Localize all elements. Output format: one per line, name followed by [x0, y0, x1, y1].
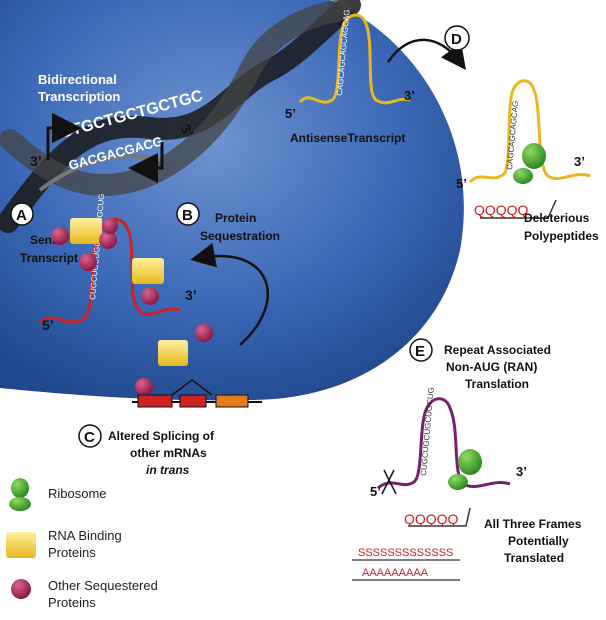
sequestration-arrow [190, 242, 269, 346]
poly-five-prime: 5’ [456, 176, 467, 191]
antisense-five-prime: 5’ [285, 106, 296, 121]
protein-label-line2: Sequestration [200, 229, 280, 243]
frame-s-seq: SSSSSSSSSSSSS [358, 547, 453, 559]
legend-sequestered-icon [11, 579, 31, 599]
panel-b-badge [176, 202, 200, 226]
ran-backbone [408, 507, 471, 527]
splicing-diagram [132, 379, 262, 408]
panel-c-letter: C [84, 429, 95, 446]
legend-ribosome-icon [9, 497, 31, 511]
polypeptide-coil: QQQQQ [474, 202, 529, 218]
rbp-box [70, 218, 102, 244]
nucleus [0, 0, 464, 401]
poly-three-prime: 3’ [574, 154, 585, 169]
ribosome [513, 168, 533, 184]
sense-three-prime: 3’ [185, 287, 197, 303]
frames-label-line2: Potentially [508, 534, 569, 548]
sense-transcript [39, 217, 181, 324]
rbp-box [158, 340, 188, 366]
sense-five-prime: 5’ [42, 317, 54, 333]
sense-label-line2: Transcript [20, 251, 78, 265]
poly-label-line2: Polypeptides [524, 229, 599, 243]
splicing-label-line2: other mRNAs [130, 446, 207, 460]
protein-label-line1: Protein [215, 211, 256, 225]
legend-sequestered-label-line1: Other Sequestered [48, 578, 158, 593]
ran-cross [381, 469, 397, 495]
poly-hairpin-seq: CAGCAGCAGCAG [505, 100, 520, 170]
dna-three-prime-left: 3’ [30, 153, 42, 169]
legend: Ribosome RNA Binding Proteins Other Sequ… [6, 478, 158, 610]
sequestered-protein [195, 324, 213, 342]
legend-rbp-label-line1: RNA Binding [48, 528, 122, 543]
ran-five-prime: 5’ [370, 484, 381, 499]
panel-a-letter: A [16, 207, 27, 224]
panel-d-badge [444, 25, 470, 51]
legend-rbp-label-line2: Proteins [48, 545, 96, 560]
frame-a-seq: AAAAAAAAA [362, 567, 429, 579]
splicing-label-line1: Altered Splicing of [108, 429, 215, 443]
sequestered-protein [51, 227, 69, 245]
ran-transcript [377, 397, 511, 490]
antisense-label: AntisenseTranscript [290, 131, 405, 145]
ran-three-prime: 3’ [516, 464, 527, 479]
polypeptide-backbone [480, 199, 557, 219]
legend-ribosome-label: Ribosome [48, 486, 107, 501]
sequestered-protein [135, 378, 153, 396]
panel-e-letter: E [415, 343, 425, 360]
legend-ribosome-icon [11, 478, 29, 498]
bidirectional-label-line2: Transcription [38, 89, 120, 104]
sequestered-protein [99, 231, 117, 249]
transcription-arrow-right [128, 142, 164, 183]
splicing-label-line3: in trans [146, 463, 190, 477]
ribosome [522, 143, 546, 169]
bidirectional-label-line1: Bidirectional [38, 72, 117, 87]
legend-sequestered-label-line2: Proteins [48, 595, 96, 610]
poly-label-line1: Deleterious [524, 211, 590, 225]
frames-label-line1: All Three Frames [484, 517, 582, 531]
ran-polypeptide-coil: QQQQQ [404, 511, 459, 527]
ran-label-line3: Translation [465, 377, 529, 391]
ribosome [448, 474, 468, 490]
antisense-three-prime: 3’ [404, 88, 415, 103]
ran-label-line2: Non-AUG (RAN) [446, 360, 537, 374]
sequestered-protein [102, 218, 118, 234]
frames-label-line3: Translated [504, 551, 564, 565]
sequestered-protein [79, 253, 97, 271]
antisense-transcript [298, 13, 411, 105]
ran-label-line1: Repeat Associated [444, 343, 551, 357]
panel-b-letter: B [182, 207, 193, 224]
panel-e-badge [409, 338, 433, 362]
rbp-box [132, 258, 164, 284]
transcription-arrow-left [46, 113, 82, 160]
ribosome [458, 449, 482, 475]
panel-d-letter: D [451, 31, 462, 48]
panel-c-badge [78, 424, 102, 448]
arrow-to-d [386, 38, 466, 71]
legend-rbp-icon [6, 532, 36, 558]
sequestered-protein [141, 287, 159, 305]
panel-a-badge [10, 202, 34, 226]
polypeptide-transcript [468, 79, 591, 184]
